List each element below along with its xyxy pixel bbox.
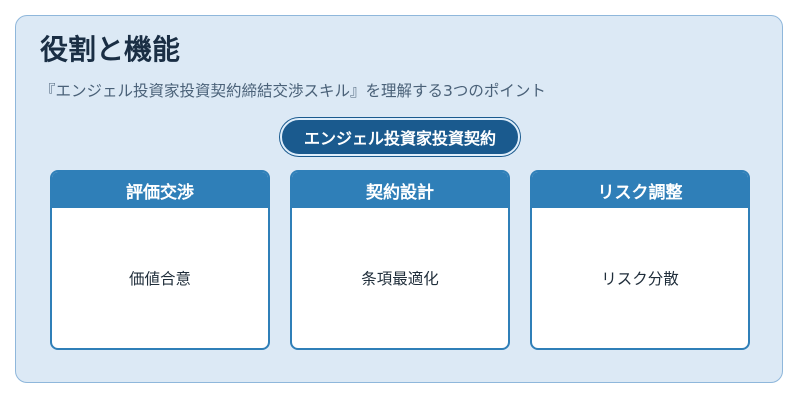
page-subtitle: 『エンジェル投資家投資契約締結交渉スキル』を理解する3つのポイント	[40, 82, 546, 100]
point-card-risk-adjustment: リスク調整 リスク分散	[530, 170, 750, 350]
point-card-header: 評価交渉	[52, 172, 268, 208]
page-title: 役割と機能	[40, 33, 181, 66]
point-card-body: リスク分散	[601, 270, 679, 288]
point-card-contract-design: 契約設計 条項最適化	[290, 170, 510, 350]
point-card-header: 契約設計	[292, 172, 508, 208]
central-topic-label: エンジェル投資家投資契約	[303, 129, 496, 148]
point-card-body: 条項最適化	[361, 270, 439, 288]
central-topic-pill: エンジェル投資家投資契約	[280, 118, 520, 156]
point-card-body: 価値合意	[128, 270, 191, 288]
point-card-header: リスク調整	[532, 172, 748, 208]
point-card-valuation: 評価交渉 価値合意	[50, 170, 270, 350]
